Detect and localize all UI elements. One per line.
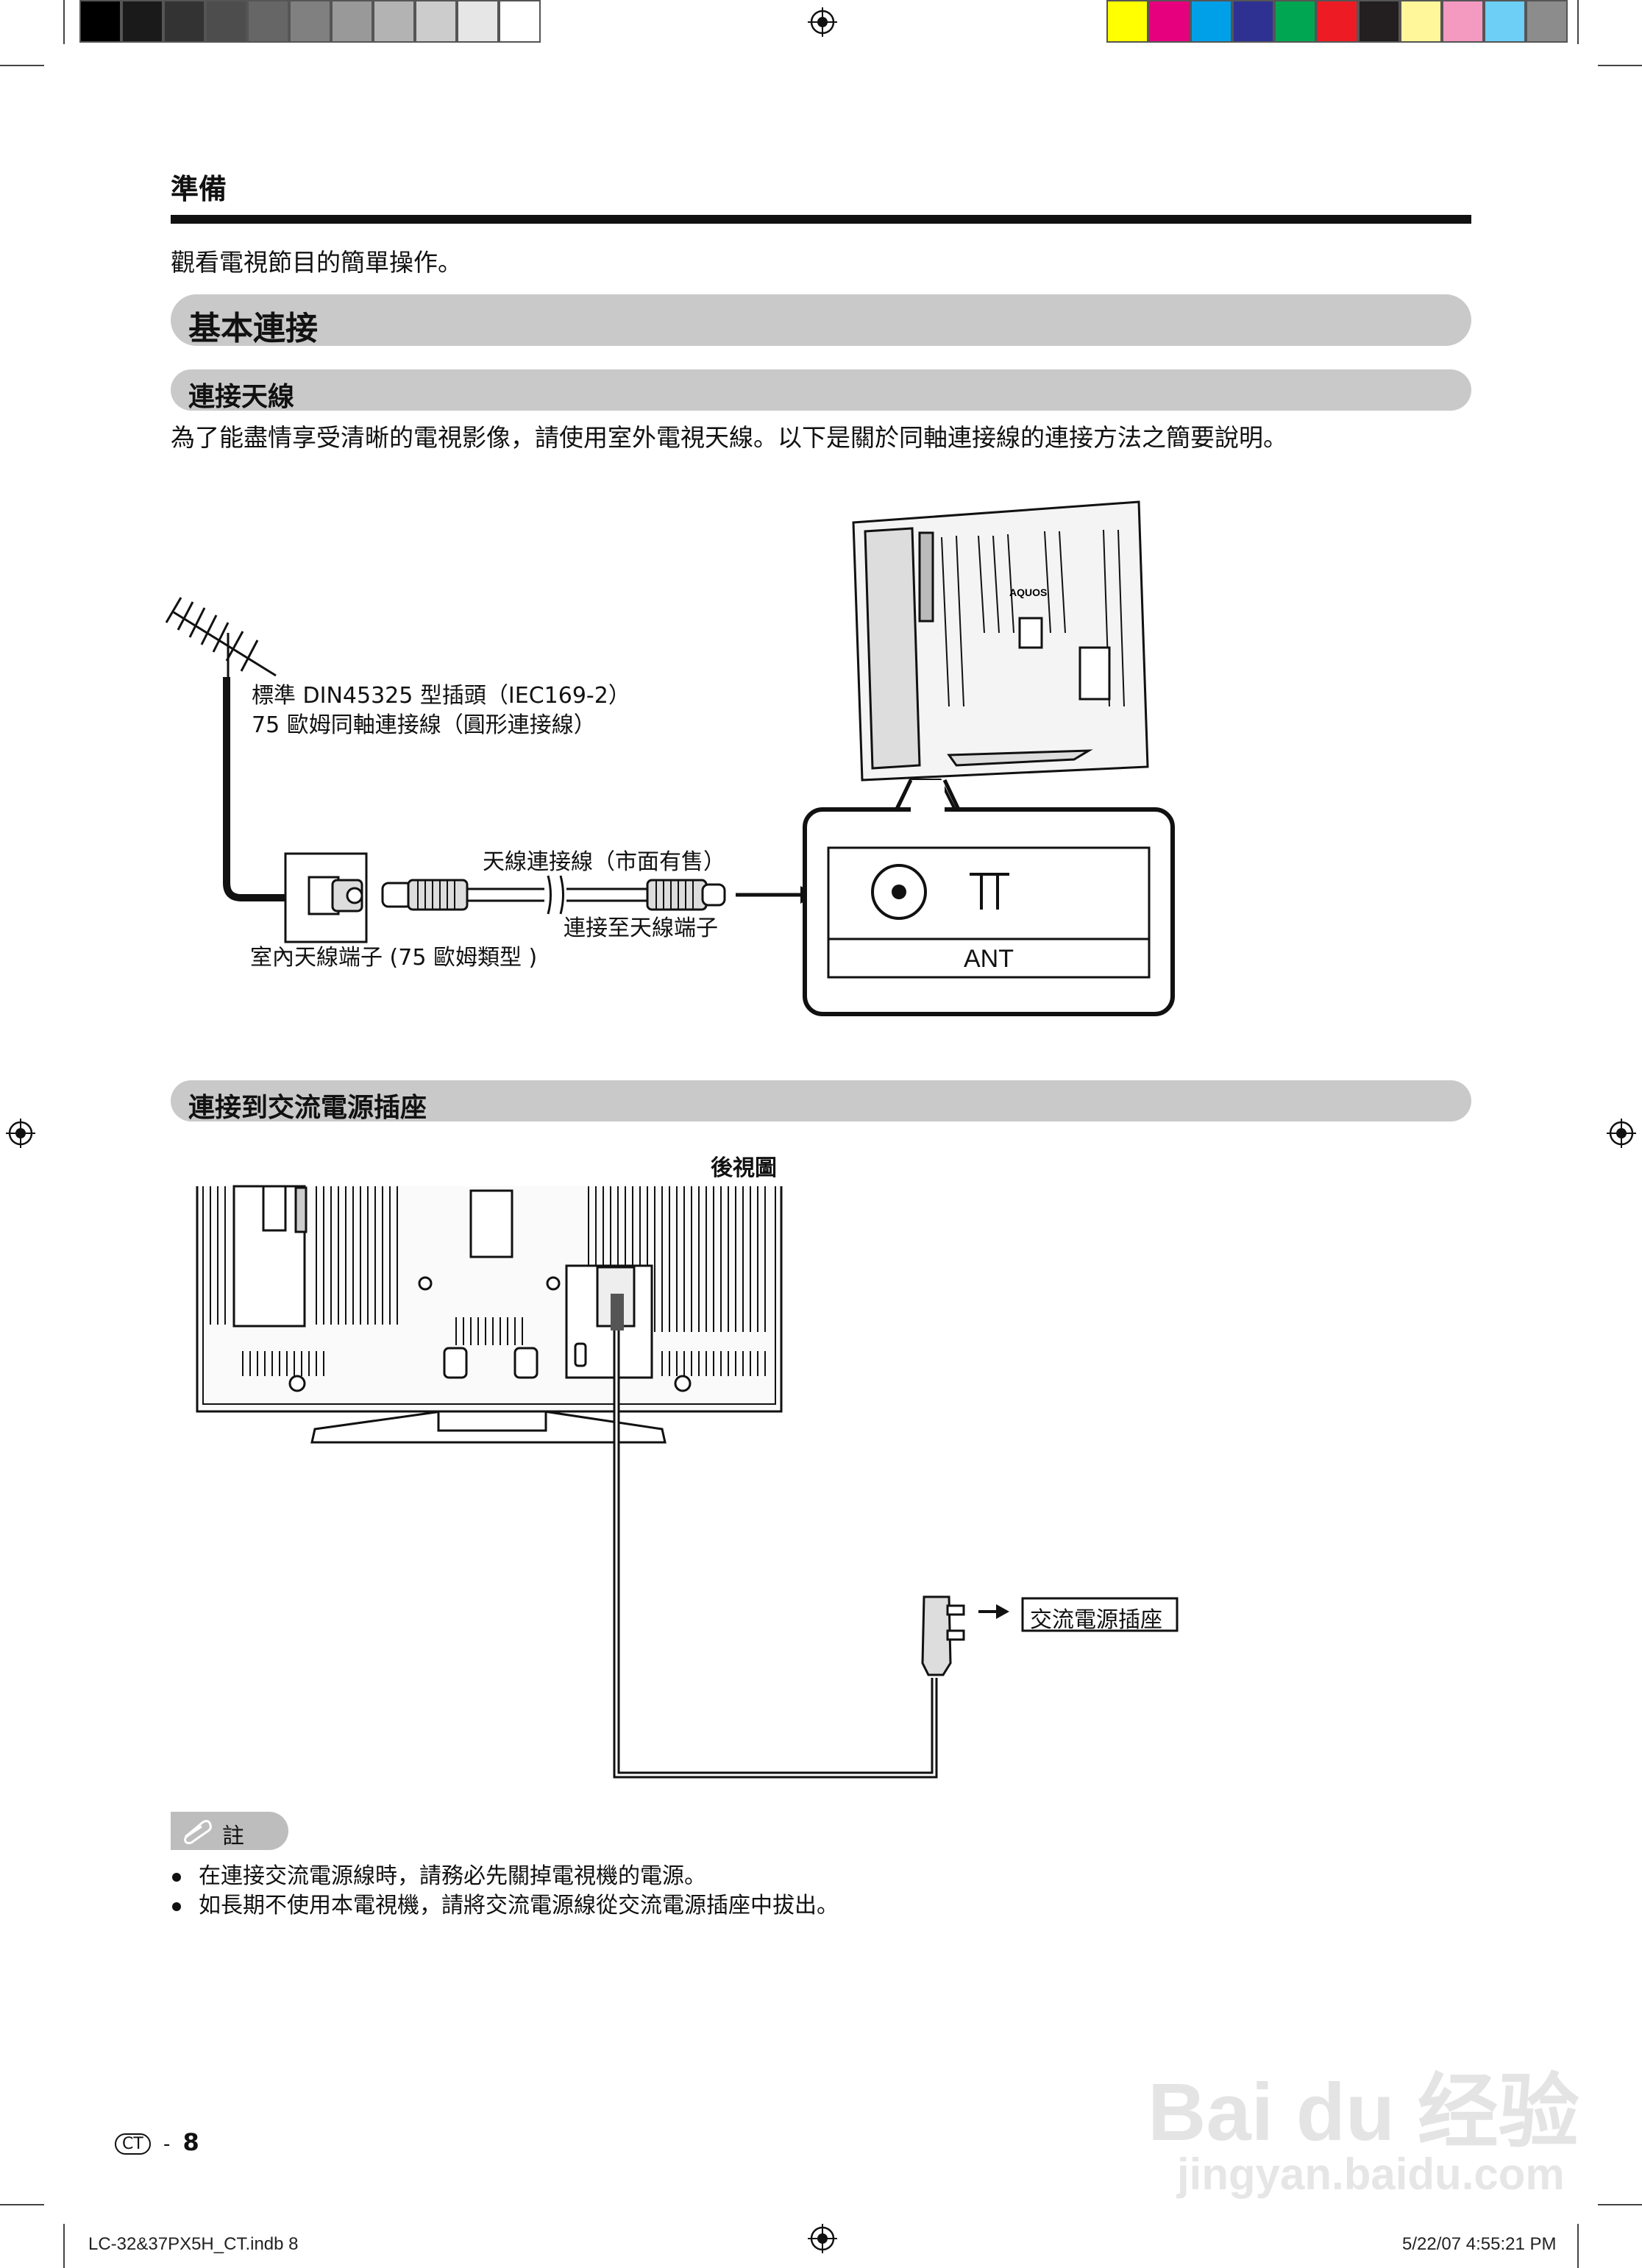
registration-mark-icon: [808, 2224, 837, 2253]
rear-view-label: 後視圖: [711, 1155, 777, 1181]
color-swatch: [373, 0, 415, 43]
power-plug-icon: [921, 1595, 965, 1676]
color-swatch: [247, 0, 289, 43]
color-swatch: [1190, 0, 1232, 43]
label-plug-line1: 標準 DIN45325 型插頭（IEC169-2）: [252, 683, 630, 709]
registration-mark-icon: [6, 1119, 35, 1148]
color-swatch: [1316, 0, 1358, 43]
registration-mark-icon: [1607, 1119, 1636, 1148]
color-swatch: [499, 0, 541, 43]
note-tab: 註: [171, 1812, 288, 1850]
note-label: 註: [222, 1824, 244, 1849]
crop-mark: [1577, 0, 1579, 44]
label-plug-line2: 75 歐姆同軸連接線（圓形連接線）: [252, 712, 596, 738]
crop-mark: [1598, 65, 1642, 66]
crop-mark: [1577, 2224, 1579, 2268]
tv-brand-text: AQUOS: [1009, 587, 1047, 598]
color-swatch: [1106, 0, 1148, 43]
outlet-label: 交流電源插座: [1030, 1607, 1162, 1633]
color-swatch: [1526, 0, 1568, 43]
power-diagram: [196, 1185, 1179, 1779]
antenna-paragraph: 為了能盡情享受清晰的電視影像，請使用室外電視天線。以下是關於同軸連接線的連接方法…: [171, 423, 1287, 452]
lang-badge: CT: [115, 2133, 151, 2155]
color-swatch: [1400, 0, 1442, 43]
footer-timestamp: 5/22/07 4:55:21 PM: [1402, 2234, 1557, 2254]
color-swatch: [1484, 0, 1526, 43]
note-item: 如長期不使用本電視機，請將交流電源線從交流電源插座中拔出。: [172, 1887, 839, 1919]
color-swatch: [1358, 0, 1400, 43]
tv-rear-icon: [852, 500, 1149, 782]
crop-mark: [1598, 2204, 1642, 2205]
outdoor-antenna-icon: [165, 597, 277, 677]
color-swatch: [205, 0, 247, 43]
power-heading: 連接到交流電源插座: [188, 1093, 427, 1123]
antenna-cable: [223, 677, 288, 901]
intro-text: 觀看電視節目的簡單操作。: [171, 248, 462, 277]
coax-plug-left-icon: [381, 879, 469, 911]
ant-label: ANT: [964, 945, 1014, 973]
color-swatch: [289, 0, 331, 43]
crop-mark: [0, 2204, 44, 2205]
color-swatch: [79, 0, 121, 43]
color-swatch: [1442, 0, 1484, 43]
color-swatch: [1148, 0, 1190, 43]
color-swatch: [457, 0, 499, 43]
color-swatch: [121, 0, 163, 43]
color-swatch: [331, 0, 373, 43]
watermark-url: jingyan.baidu.com: [1177, 2150, 1565, 2199]
label-connect: 連接至天線端子: [564, 915, 718, 941]
color-swatch: [1232, 0, 1274, 43]
label-cable: 天線連接線（市面有售）: [483, 849, 725, 875]
page-number: 8: [182, 2128, 199, 2156]
registration-mark-icon: [808, 7, 837, 37]
crop-mark: [63, 2224, 65, 2268]
main-heading: 基本連接: [188, 310, 318, 347]
color-swatch: [415, 0, 457, 43]
page-number-block: CT - 8: [115, 2128, 199, 2156]
antenna-diagram: AQUOS: [165, 500, 1175, 1016]
color-swatch: [163, 0, 205, 43]
note-item: 在連接交流電源線時，請務必先關掉電視機的電源。: [172, 1857, 706, 1890]
antenna-symbol-icon: [970, 873, 1009, 910]
crop-mark: [63, 0, 65, 44]
antenna-heading: 連接天線: [188, 382, 295, 412]
footer-file: LC-32&37PX5H_CT.indb 8: [88, 2234, 299, 2254]
paperclip-icon: [184, 1820, 212, 1844]
wall-socket-icon: [284, 852, 368, 943]
section-title: 準備: [171, 173, 227, 205]
main-heading-bar: 基本連接: [171, 294, 1471, 347]
coax-plug-right-icon: [646, 879, 726, 911]
arrow-icon: [996, 1604, 1009, 1619]
label-indoor-terminal: 室內天線端子 (75 歐姆類型 ): [250, 945, 538, 971]
power-heading-bar: 連接到交流電源插座: [171, 1080, 1471, 1123]
crop-mark: [0, 65, 44, 66]
outlet-label-box: [1021, 1597, 1179, 1632]
antenna-heading-bar: 連接天線: [171, 369, 1471, 412]
watermark-logo: Bai du 经验: [1148, 2067, 1579, 2158]
tv-rear-large-icon: [196, 1185, 783, 1444]
section-rule: [171, 215, 1471, 224]
color-swatch: [1274, 0, 1316, 43]
